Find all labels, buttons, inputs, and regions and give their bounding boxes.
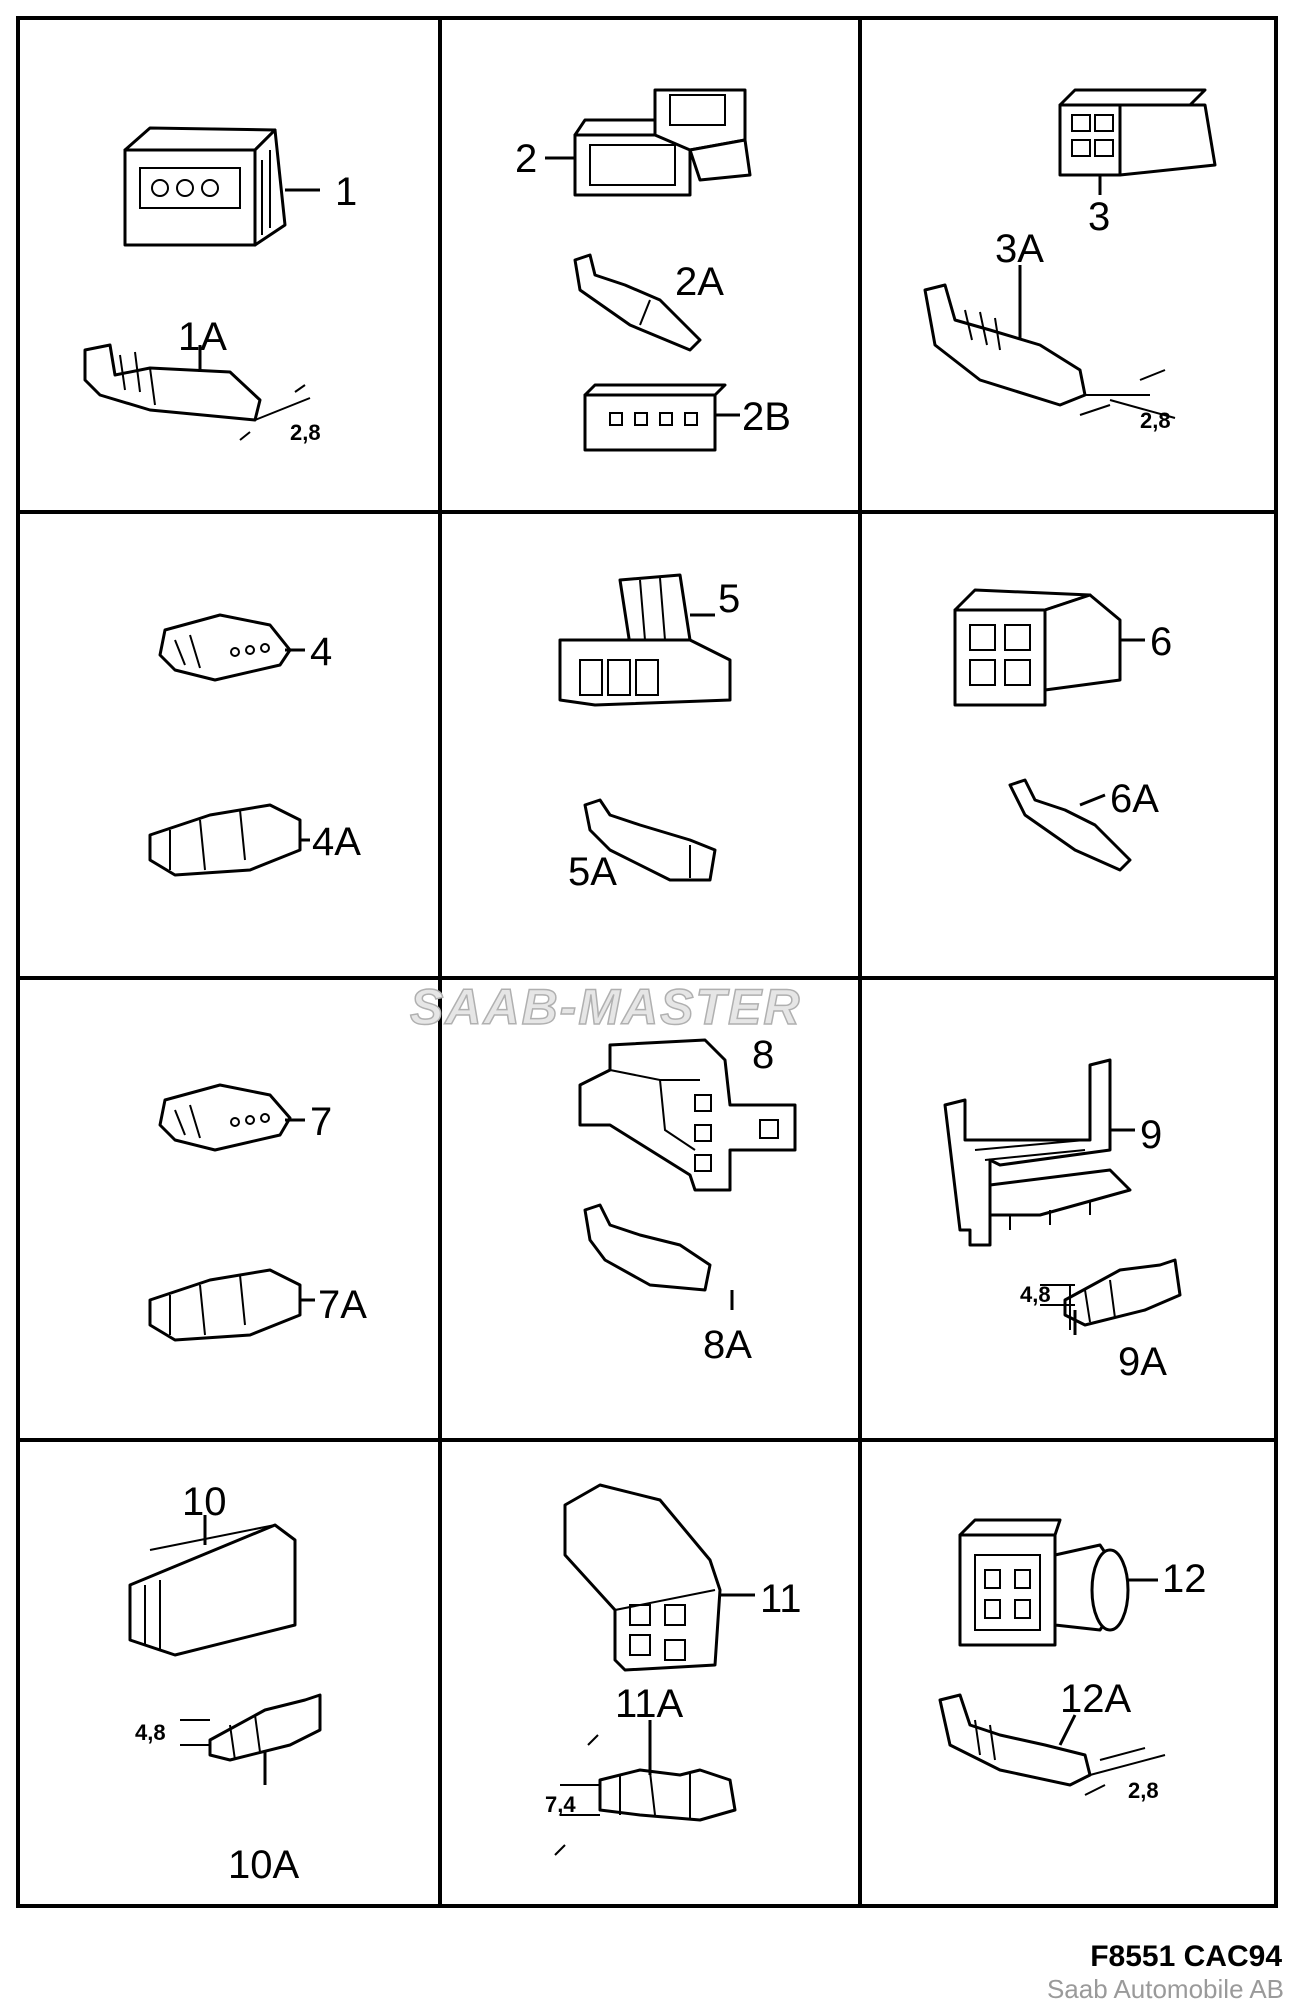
label-7: 7 [310, 1100, 332, 1144]
connector-5-drawing [558, 573, 732, 707]
label-3A: 3A [995, 227, 1044, 271]
connector-1-drawing [123, 126, 320, 247]
terminal-11A-drawing [554, 1720, 737, 1856]
cell-10: 10 10A 4,8 [128, 1480, 322, 1887]
connector-6-drawing [953, 588, 1145, 707]
terminal-4A-drawing [148, 803, 310, 877]
terminal-6A-drawing [1008, 778, 1132, 872]
label-11: 11 [760, 1577, 802, 1621]
terminal-12A-drawing [938, 1693, 1166, 1796]
cell-2: 2 2A 2B [515, 88, 791, 452]
label-6A: 6A [1110, 777, 1159, 821]
dim-12A: 2,8 [1128, 1778, 1159, 1803]
label-4: 4 [310, 630, 332, 674]
cell-5: 5 5A [558, 573, 740, 894]
label-10A: 10A [228, 1843, 299, 1887]
terminal-7A-drawing [148, 1268, 315, 1342]
label-12A: 12A [1060, 1677, 1131, 1721]
terminal-2A-drawing [573, 253, 702, 352]
connector-7-drawing [158, 1083, 305, 1152]
drawing-code: F8551 CAC94 [1090, 1940, 1282, 1973]
cell-4: 4 4A [148, 613, 361, 877]
label-1A: 1A [178, 315, 227, 359]
connector-12-drawing [958, 1518, 1158, 1647]
label-10: 10 [182, 1480, 227, 1524]
housing-2B-drawing [583, 383, 740, 452]
cell-12: 12 12A 2,8 [938, 1518, 1207, 1803]
terminal-10A-drawing [180, 1693, 322, 1785]
label-1: 1 [335, 170, 357, 214]
label-8A: 8A [703, 1323, 752, 1367]
cell-1: 1 1A 2,8 [83, 126, 357, 445]
dim-11A: 7,4 [545, 1792, 576, 1817]
label-4A: 4A [312, 820, 361, 864]
connector-2-drawing [545, 88, 752, 197]
dim-9A: 4,8 [1020, 1282, 1051, 1307]
cell-9: 9 9A 4,8 [943, 1058, 1182, 1384]
connector-10-drawing [128, 1515, 297, 1657]
terminal-1A-drawing [83, 343, 311, 441]
label-3: 3 [1088, 195, 1110, 239]
cell-3: 3 3A 2,8 [923, 88, 1217, 433]
label-2A: 2A [675, 260, 724, 304]
connector-4-drawing [158, 613, 305, 682]
label-7A: 7A [318, 1283, 367, 1327]
terminal-8A-drawing [583, 1203, 734, 1310]
dim-1A: 2,8 [290, 420, 321, 445]
connector-11-drawing [563, 1483, 755, 1672]
cell-8: 8 8A [578, 1033, 797, 1367]
label-12: 12 [1162, 1557, 1207, 1601]
label-2B: 2B [742, 395, 791, 439]
terminal-5A-drawing [583, 798, 717, 882]
grid-frame [16, 16, 1278, 1908]
connector-9-drawing [943, 1058, 1135, 1247]
label-5A: 5A [568, 850, 617, 894]
connector-3-drawing [1058, 88, 1217, 195]
label-9: 9 [1140, 1113, 1162, 1157]
terminal-9A-drawing [1040, 1258, 1182, 1335]
terminal-3A-drawing [923, 265, 1176, 419]
connector-8-drawing [578, 1038, 797, 1192]
cell-11: 11 11A 7,4 [545, 1483, 802, 1856]
label-11A: 11A [615, 1682, 684, 1726]
label-5: 5 [718, 577, 740, 621]
cell-6: 6 6A [953, 588, 1172, 872]
label-6: 6 [1150, 620, 1172, 664]
watermark: SAAB-MASTER [409, 978, 802, 1036]
label-8: 8 [752, 1033, 774, 1077]
label-9A: 9A [1118, 1340, 1167, 1384]
company-name: Saab Automobile AB [1046, 1974, 1284, 2004]
dim-10A: 4,8 [135, 1720, 166, 1745]
label-2: 2 [515, 137, 537, 181]
cell-7: 7 7A [148, 1083, 367, 1342]
dim-3A: 2,8 [1140, 408, 1171, 433]
